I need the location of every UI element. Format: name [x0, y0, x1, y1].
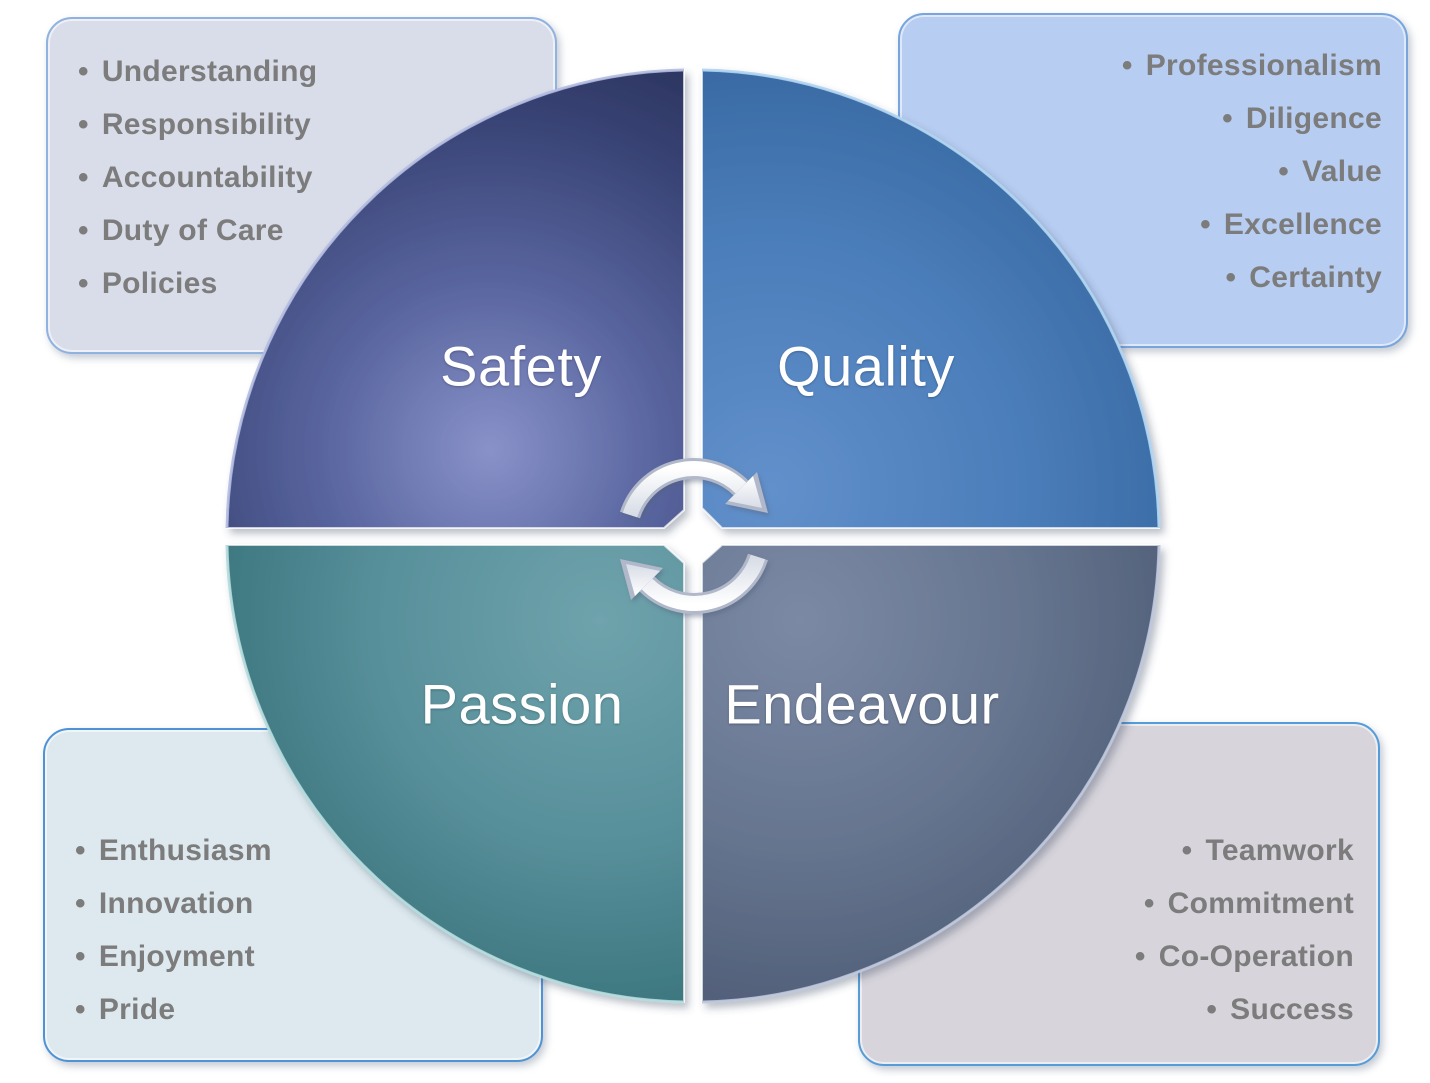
- list-item-text: Pride: [98, 993, 176, 1026]
- list-item-text: Duty of Care: [101, 214, 284, 247]
- list-item: • Accountability: [78, 151, 535, 204]
- bullet-icon: •: [75, 993, 86, 1026]
- quadrant-label-endeavour: Endeavour: [724, 672, 1000, 736]
- quadrant-label-quality: Quality: [777, 334, 955, 398]
- list-item: • Certainty: [920, 251, 1382, 304]
- bullet-icon: •: [1121, 49, 1133, 82]
- list-item-text: Commitment: [1167, 887, 1354, 920]
- quadrant-rim-quality: [701, 68, 1161, 529]
- cycle-arrows-icon: [620, 458, 768, 614]
- bullet-icon: •: [75, 887, 86, 920]
- list-item: • Pride: [75, 983, 521, 1036]
- quadrant-shape-safety: [225, 68, 685, 529]
- list-item-text: Certainty: [1249, 261, 1382, 294]
- list-item: • Duty of Care: [78, 204, 535, 257]
- list-item-text: Professionalism: [1145, 49, 1382, 82]
- list-item: • Success: [880, 983, 1354, 1036]
- quadrant-shape-quality: [701, 68, 1161, 529]
- quadrant-rim-passion: [225, 544, 685, 1004]
- list-item-text: Accountability: [101, 161, 313, 194]
- bullet-icon: •: [78, 108, 89, 141]
- list-item-text: Responsibility: [101, 108, 312, 141]
- list-item: • Teamwork: [880, 824, 1354, 877]
- list-item-text: Diligence: [1245, 102, 1382, 135]
- quadrant-label-passion: Passion: [420, 672, 624, 736]
- list-item-text: Co-Operation: [1158, 940, 1354, 973]
- quadrant-label-safety: Safety: [440, 334, 602, 398]
- list-item: • Diligence: [920, 92, 1382, 145]
- quadrant-shape-endeavour: [701, 544, 1161, 1004]
- list-item: • Enthusiasm: [75, 824, 521, 877]
- bullet-icon: •: [75, 834, 86, 867]
- list-item: • Value: [920, 145, 1382, 198]
- list-item-text: Policies: [101, 267, 218, 300]
- bullet-icon: •: [1134, 940, 1146, 973]
- bullet-icon: •: [1206, 993, 1218, 1026]
- bullet-icon: •: [1143, 887, 1155, 920]
- list-item: • Responsibility: [78, 98, 535, 151]
- bullet-icon: •: [1225, 261, 1237, 294]
- list-item-text: Innovation: [98, 887, 254, 920]
- list-item-text: Enjoyment: [98, 940, 255, 973]
- quadrant-rim-safety: [225, 68, 685, 529]
- list-item-text: Enthusiasm: [98, 834, 272, 867]
- list-item-text: Understanding: [101, 55, 318, 88]
- list-item: • Commitment: [880, 877, 1354, 930]
- quadrant-shape-passion: [225, 544, 685, 1004]
- list-item-text: Success: [1230, 993, 1354, 1026]
- list-item: • Excellence: [920, 198, 1382, 251]
- list-item: • Innovation: [75, 877, 521, 930]
- list-item-text: Excellence: [1223, 208, 1382, 241]
- bullet-icon: •: [75, 940, 86, 973]
- bullet-icon: •: [78, 214, 89, 247]
- list-item: • Understanding: [78, 45, 535, 98]
- list-item: • Enjoyment: [75, 930, 521, 983]
- bullet-icon: •: [78, 267, 89, 300]
- bullet-icon: •: [78, 55, 89, 88]
- list-item: • Co-Operation: [880, 930, 1354, 983]
- passion-item-list: • Enthusiasm • Innovation • Enjoyment • Prid…: [75, 824, 521, 1036]
- bullet-icon: •: [1222, 102, 1233, 135]
- list-item: • Policies: [78, 257, 535, 310]
- quality-item-list: • Professionalism • Diligence • Value • Exce…: [920, 39, 1382, 304]
- bullet-icon: •: [1278, 155, 1290, 188]
- list-item: • Professionalism: [920, 39, 1382, 92]
- safety-item-list: • Understanding • Responsibility • Accounta…: [78, 45, 535, 310]
- bullet-icon: •: [78, 161, 89, 194]
- endeavour-item-list: •Teamwork •Commitment •Co-Operation •Suc…: [880, 824, 1354, 1036]
- bullet-icon: •: [1181, 834, 1193, 867]
- bullet-icon: •: [1200, 208, 1211, 241]
- list-item-text: Teamwork: [1205, 834, 1354, 867]
- quadrant-rim-endeavour: [701, 544, 1161, 1004]
- list-item-text: Value: [1302, 155, 1382, 188]
